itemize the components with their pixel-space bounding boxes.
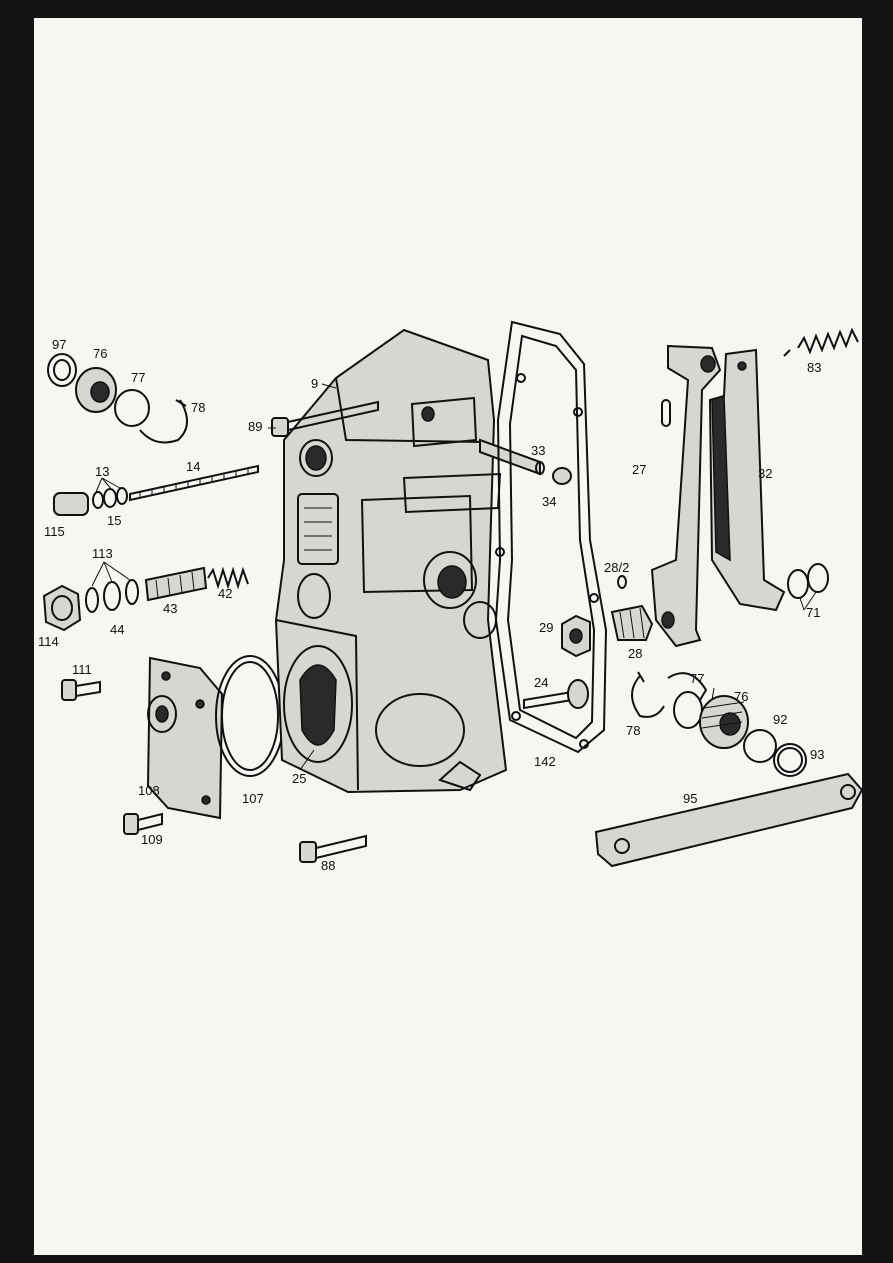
- part-76-bushing: [75, 367, 117, 413]
- part-83-spring: [783, 327, 859, 357]
- part-115-plug: [53, 492, 89, 516]
- callout-32: 32: [758, 466, 772, 481]
- callout-93: 93: [810, 747, 824, 762]
- callout-142: 142: [534, 754, 556, 769]
- part-28-fitting: [610, 604, 654, 641]
- callout-78-upper: 78: [191, 400, 205, 415]
- callout-24: 24: [534, 675, 548, 690]
- part-27-lever: [650, 344, 722, 648]
- part-113-washers: [85, 579, 139, 613]
- part-34-bush: [552, 467, 572, 485]
- callout-9: 9: [311, 376, 318, 391]
- callout-89: 89: [248, 419, 262, 434]
- callout-14: 14: [186, 459, 200, 474]
- callout-71: 71: [806, 605, 820, 620]
- callout-labels: 97 76 77 78 9 89 33 34 13 14 15 115 113 …: [38, 337, 824, 873]
- part-93-ring: [773, 743, 807, 777]
- part-43-sleeve: [144, 566, 208, 602]
- callout-77-upper: 77: [131, 370, 145, 385]
- callout-115: 115: [44, 524, 65, 539]
- callout-27: 27: [632, 462, 646, 477]
- callout-78-lower: 78: [626, 723, 640, 738]
- part-92-ring: [743, 729, 777, 763]
- part-88-bolt: [299, 834, 367, 863]
- part-142-gasket: [494, 320, 608, 754]
- part-42-spring: [207, 566, 249, 590]
- part-14-rod: [129, 464, 259, 502]
- part-29-nut: [561, 614, 591, 658]
- part-108-cover-plate: [146, 656, 224, 820]
- callout-108: 108: [138, 783, 160, 798]
- callout-28-2: 28/2: [604, 560, 629, 575]
- callout-25: 25: [292, 771, 306, 786]
- callout-76-upper: 76: [93, 346, 107, 361]
- part-13-washers: [92, 487, 128, 509]
- callout-28: 28: [628, 646, 642, 661]
- callout-97: 97: [52, 337, 66, 352]
- part-78-circlip-lower: [631, 671, 665, 718]
- callout-42: 42: [218, 586, 232, 601]
- callout-111: 111: [72, 662, 92, 677]
- callout-29: 29: [539, 620, 553, 635]
- callout-13: 13: [95, 464, 109, 479]
- callout-34: 34: [542, 494, 556, 509]
- part-109-bolt: [123, 812, 163, 835]
- part-111-bolt: [61, 679, 101, 701]
- callout-113: 113: [92, 546, 113, 561]
- callout-76-lower: 76: [734, 689, 748, 704]
- part-95-link-bar: [594, 772, 864, 868]
- callout-33: 33: [531, 443, 545, 458]
- callout-107: 107: [242, 791, 264, 806]
- callout-15: 15: [107, 513, 121, 528]
- callout-114: 114: [38, 634, 59, 649]
- callout-44: 44: [110, 622, 124, 637]
- part-107-gasket: [215, 655, 285, 777]
- callout-95: 95: [683, 791, 697, 806]
- part-24-stud: [523, 679, 589, 710]
- callout-77-lower: 77: [690, 671, 704, 686]
- callout-43: 43: [163, 601, 177, 616]
- part-71-rings: [787, 563, 829, 599]
- part-97-washer: [47, 353, 77, 387]
- callout-83: 83: [807, 360, 821, 375]
- callout-92: 92: [773, 712, 787, 727]
- callout-109: 109: [141, 832, 163, 847]
- part-76-bushing-lower: [699, 695, 749, 749]
- part-28-2-washer: [617, 575, 627, 589]
- part-114-nut: [42, 584, 82, 632]
- part-78-circlip: [139, 399, 188, 444]
- part-77-ring: [114, 389, 150, 427]
- callout-88: 88: [321, 858, 335, 873]
- part-32-lever: [708, 348, 786, 612]
- part-89-bolt: [271, 400, 379, 437]
- part-9-housing: [274, 328, 508, 794]
- leader-lines: [91, 383, 817, 771]
